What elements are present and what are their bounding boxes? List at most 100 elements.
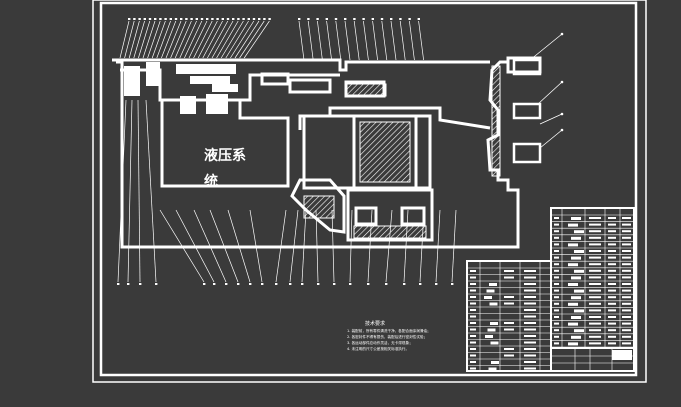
leader-label-mark: [154, 18, 157, 20]
leader-label-mark: [252, 18, 256, 20]
leader-label-mark: [289, 283, 292, 285]
machine-body: [112, 56, 542, 249]
fixture-6: [190, 76, 230, 84]
outer-border: [92, 0, 647, 383]
table-entry-mark: [554, 296, 559, 299]
leader-label-mark: [268, 18, 271, 20]
top-leader-lines: [119, 20, 424, 61]
leader-label-mark: [148, 18, 152, 20]
table-entry-mark: [554, 335, 559, 338]
leader-label-mark: [451, 283, 454, 285]
leader-label-mark: [349, 283, 352, 285]
leader-label-mark: [371, 18, 374, 20]
leader-label-mark: [249, 283, 252, 285]
bottom-leader-lines: [117, 99, 457, 283]
right-leaders: [529, 33, 563, 149]
table-entry-mark: [554, 263, 559, 266]
left-fixtures: [124, 62, 238, 114]
fixture-3: [180, 96, 196, 114]
callout-box-2: [512, 102, 542, 120]
table-entry-mark: [470, 276, 476, 279]
table-entry-mark: [554, 283, 559, 285]
leader-label-mark: [258, 18, 261, 20]
right-callouts: [512, 58, 542, 164]
table-entry-mark: [470, 335, 476, 337]
table-entry-mark: [554, 322, 559, 325]
leader-label-mark: [316, 18, 319, 20]
hydraulic-chamber: [160, 100, 290, 188]
leader-label-mark: [159, 18, 162, 20]
leader-label-mark: [139, 283, 142, 285]
table-entry-mark: [470, 315, 476, 318]
base-outline: [116, 56, 542, 249]
leader-label-mark: [221, 18, 224, 20]
tech-req-item-1: 1. 装配前，所有零件清洗干净，各配合面涂润滑油；: [347, 328, 431, 333]
right-leader-dots: [560, 32, 564, 132]
leader-label-mark: [417, 18, 420, 20]
hatch-clamp: [303, 195, 335, 219]
fixture-2: [146, 62, 160, 86]
leader-label-mark: [206, 18, 209, 20]
leader-label-mark: [362, 18, 365, 20]
cylinder-flange: [298, 106, 491, 130]
leader-label-mark: [155, 283, 158, 285]
leader-label-mark: [190, 18, 193, 20]
table-entry-mark: [554, 223, 559, 226]
leader-label-mark: [385, 283, 388, 285]
table-entry-mark: [554, 276, 559, 279]
table-entry-mark: [470, 361, 476, 363]
table-entry-mark: [470, 283, 476, 285]
top-block-1: [260, 72, 290, 86]
tech-req-heading: 技术要求: [365, 320, 385, 327]
table-entry-mark: [470, 309, 476, 311]
table-entry-mark: [554, 342, 559, 345]
parts-list-left-entries: [470, 270, 536, 371]
callout-box-3: [512, 142, 542, 164]
lower-clamp: [290, 178, 346, 234]
table-entry-mark: [470, 348, 476, 350]
leader-label-mark: [242, 18, 245, 20]
leader-label-mark: [298, 18, 301, 20]
leader-label-mark: [403, 283, 406, 285]
top-leader-labels: [128, 18, 420, 20]
leader-label-mark: [263, 18, 266, 20]
table-entry-mark: [554, 243, 559, 246]
table-entry-mark: [554, 302, 559, 305]
leader-label-mark: [261, 283, 264, 285]
technical-requirements: 技术要求 1. 装配前，所有零件清洗干净，各配合面涂润滑油； 2. 各密封件不得…: [347, 320, 431, 351]
hatch-wall: [491, 65, 501, 177]
title-block: [550, 347, 635, 372]
leader-label-mark: [307, 18, 310, 20]
leader-label-mark: [247, 18, 250, 20]
table-entry-mark: [470, 270, 476, 272]
fixture-4: [206, 94, 228, 114]
piston-head: [346, 188, 434, 242]
table-entry-mark: [470, 296, 476, 298]
inner-border: [99, 1, 638, 377]
leader-label-mark: [390, 18, 393, 20]
leader-label-mark: [435, 283, 438, 285]
tech-req-item-3: 3. 各运动部件应动作灵活，无卡滞现象；: [347, 340, 413, 345]
fixture-5: [176, 64, 236, 74]
leader-label-mark: [195, 18, 198, 20]
leader-label-mark: [138, 18, 141, 20]
piston-seal-left: [354, 206, 378, 226]
table-entry-mark: [470, 322, 476, 324]
leader-label-mark: [419, 283, 422, 285]
drawing-frame: [92, 0, 647, 383]
table-entry-mark: [470, 328, 476, 331]
leader-label-mark: [164, 18, 167, 20]
leader-label-mark: [213, 283, 216, 285]
fixture-7: [212, 84, 238, 92]
table-entry-mark: [554, 236, 559, 239]
leader-label-mark: [237, 18, 240, 20]
parts-list-right-entries: [554, 217, 631, 346]
leader-label-mark: [225, 283, 228, 285]
leader-label-mark: [399, 18, 402, 20]
hatch-top-right: [345, 83, 387, 97]
fixture-1: [124, 66, 140, 96]
leader-label-mark: [301, 283, 304, 285]
table-entry-mark: [470, 367, 476, 370]
leader-label-mark: [226, 18, 230, 20]
leader-label-mark: [211, 18, 214, 20]
